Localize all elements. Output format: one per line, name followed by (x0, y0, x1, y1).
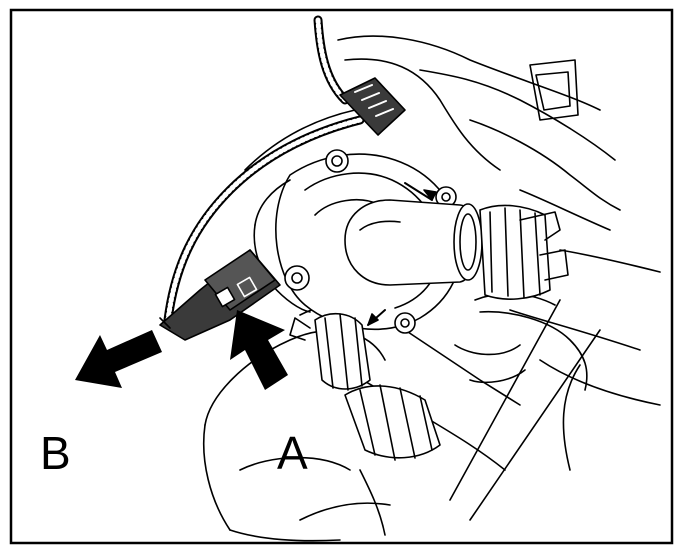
upper-connector (339, 77, 406, 136)
engine-housing-lines (337, 35, 661, 521)
arrow-b-icon (75, 330, 162, 388)
callout-label-a: A (277, 427, 308, 479)
arrow-a-icon (230, 310, 288, 390)
inlet-pipe (344, 199, 483, 286)
wire-harness (163, 15, 365, 325)
rotation-arrow-icon (367, 182, 437, 326)
pump-connector (159, 249, 281, 341)
hose-clamp-bottom (289, 312, 441, 461)
hose-clamp-right (479, 204, 569, 300)
callout-label-b: B (40, 427, 71, 479)
